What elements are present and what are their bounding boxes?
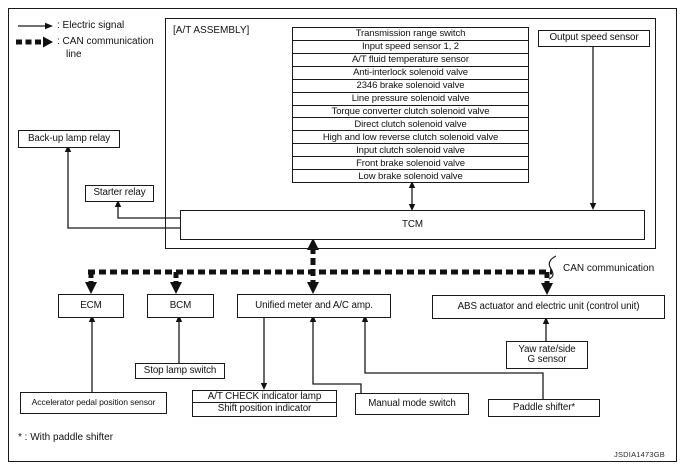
shift-position-indicator-box: Shift position indicator [192,402,337,417]
yaw-sensor-box: Yaw rate/side G sensor [506,341,588,369]
stop-lamp-switch-box: Stop lamp switch [135,363,225,379]
component-row: Input speed sensor 1, 2 [293,39,528,53]
figure-id: JSDIA1473GB [614,450,665,459]
component-row: Torque converter clutch solenoid valve [293,104,528,118]
component-row: A/T fluid temperature sensor [293,52,528,66]
legend-electric-label: : Electric signal [57,20,125,31]
assembly-box [165,18,656,249]
accelerator-sensor-box: Accelerator pedal position sensor [20,392,167,414]
abs-unit-box: ABS actuator and electric unit (control … [432,295,665,319]
page-border [8,8,677,462]
tcm-box: TCM [180,210,645,240]
line-paddle-to-meter [364,321,544,399]
component-stack: Transmission range switch Input speed se… [292,27,529,183]
component-row: Anti-interlock solenoid valve [293,65,528,79]
output-speed-sensor-box: Output speed sensor [538,30,650,47]
bcm-box: BCM [147,294,214,318]
component-row: Transmission range switch [355,28,466,40]
component-row: Front brake solenoid valve [293,156,528,169]
component-row: Low brake solenoid valve [293,169,528,182]
component-row: Direct clutch solenoid valve [293,117,528,130]
component-row: High and low reverse clutch solenoid val… [293,130,528,143]
can-bus-curl-icon [548,255,557,280]
paddle-shifter-box: Paddle shifter* [488,399,600,417]
starter-relay-box: Starter relay [85,185,154,202]
legend-can-label-line2: line [66,49,82,60]
line-tcm-to-starter-relay [117,206,180,219]
backup-lamp-relay-box: Back-up lamp relay [18,130,120,148]
yaw-sensor-line1: Yaw rate/side [518,343,576,355]
can-communication-label: CAN communication [563,263,655,274]
unified-meter-box: Unified meter and A/C amp. [237,294,391,318]
legend-can-arrowhead-icon [43,36,53,48]
line-manual-to-meter [312,321,362,393]
line-tcm-to-backup-relay [67,151,180,229]
legend-electric-arrowhead-icon [45,22,53,30]
legend-can-label: : CAN communication [57,36,154,47]
component-row: Line pressure solenoid valve [293,91,528,105]
component-row: Input clutch solenoid valve [293,143,528,156]
yaw-sensor-line2: G sensor [527,354,567,365]
ecm-box: ECM [58,294,124,318]
assembly-title: [A/T ASSEMBLY] [173,25,250,36]
component-row: 2346 brake solenoid valve [293,78,528,92]
manual-mode-switch-box: Manual mode switch [355,393,469,415]
footnote: * : With paddle shifter [18,432,114,443]
